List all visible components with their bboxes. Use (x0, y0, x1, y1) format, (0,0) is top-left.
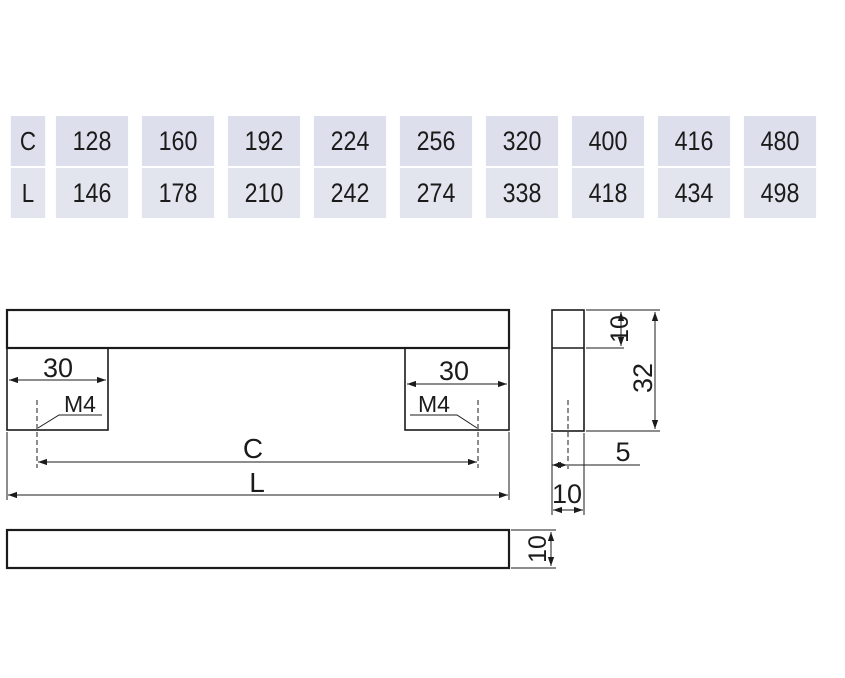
right-leg (404, 347, 510, 431)
table-cell: 400 (571, 116, 645, 166)
side-view (551, 309, 660, 515)
table-cell: 498 (743, 168, 817, 218)
dim-label-top-10: 10 (524, 535, 552, 563)
table-cell: 146 (55, 168, 129, 218)
side-view-labels: 10 32 5 10 (552, 315, 658, 509)
front-view-labels: 30 30 M4 M4 C L (43, 353, 469, 498)
dim-label-5: 5 (615, 437, 630, 467)
table-cell: 320 (485, 116, 559, 166)
table-cell: 160 (141, 116, 215, 166)
row-header: L (10, 168, 46, 218)
table-cell: 480 (743, 116, 817, 166)
handle-bar-top (5, 528, 511, 570)
thread-label-left: M4 (64, 391, 96, 417)
table-cell: 210 (227, 168, 301, 218)
dim-label-c: C (243, 433, 263, 464)
table-cell: 434 (657, 168, 731, 218)
table-cell: 338 (485, 168, 559, 218)
table-cell: 224 (313, 116, 387, 166)
table-cell: 242 (313, 168, 387, 218)
table-cell: 418 (571, 168, 645, 218)
table-cell: 256 (399, 116, 473, 166)
top-view (5, 528, 556, 570)
left-leg (6, 347, 109, 431)
table-cell: 416 (657, 116, 731, 166)
leader-left-m4 (37, 414, 102, 429)
side-profile (551, 309, 585, 432)
thread-label-right: M4 (418, 391, 450, 417)
row-header: C (10, 116, 46, 166)
dim-label-right-30: 30 (439, 356, 469, 386)
dim-label-side-10: 10 (606, 315, 634, 343)
table-row-l: L 146 178 210 242 274 338 418 434 498 (8, 168, 822, 218)
leader-right-m4 (410, 414, 478, 429)
table-cell: 192 (227, 116, 301, 166)
dimension-table: C 128 160 192 224 256 320 400 416 480 L … (6, 114, 824, 220)
table-row-c: C 128 160 192 224 256 320 400 416 480 (8, 116, 822, 166)
handle-bar-front (5, 308, 511, 350)
front-view (5, 308, 511, 500)
table-cell: 178 (141, 168, 215, 218)
dim-label-l: L (249, 467, 265, 498)
table-cell: 128 (55, 116, 129, 166)
dim-label-side-bottom-10: 10 (552, 479, 582, 509)
table-cell: 274 (399, 168, 473, 218)
dim-label-32: 32 (628, 363, 658, 393)
dim-label-left-30: 30 (43, 353, 73, 383)
